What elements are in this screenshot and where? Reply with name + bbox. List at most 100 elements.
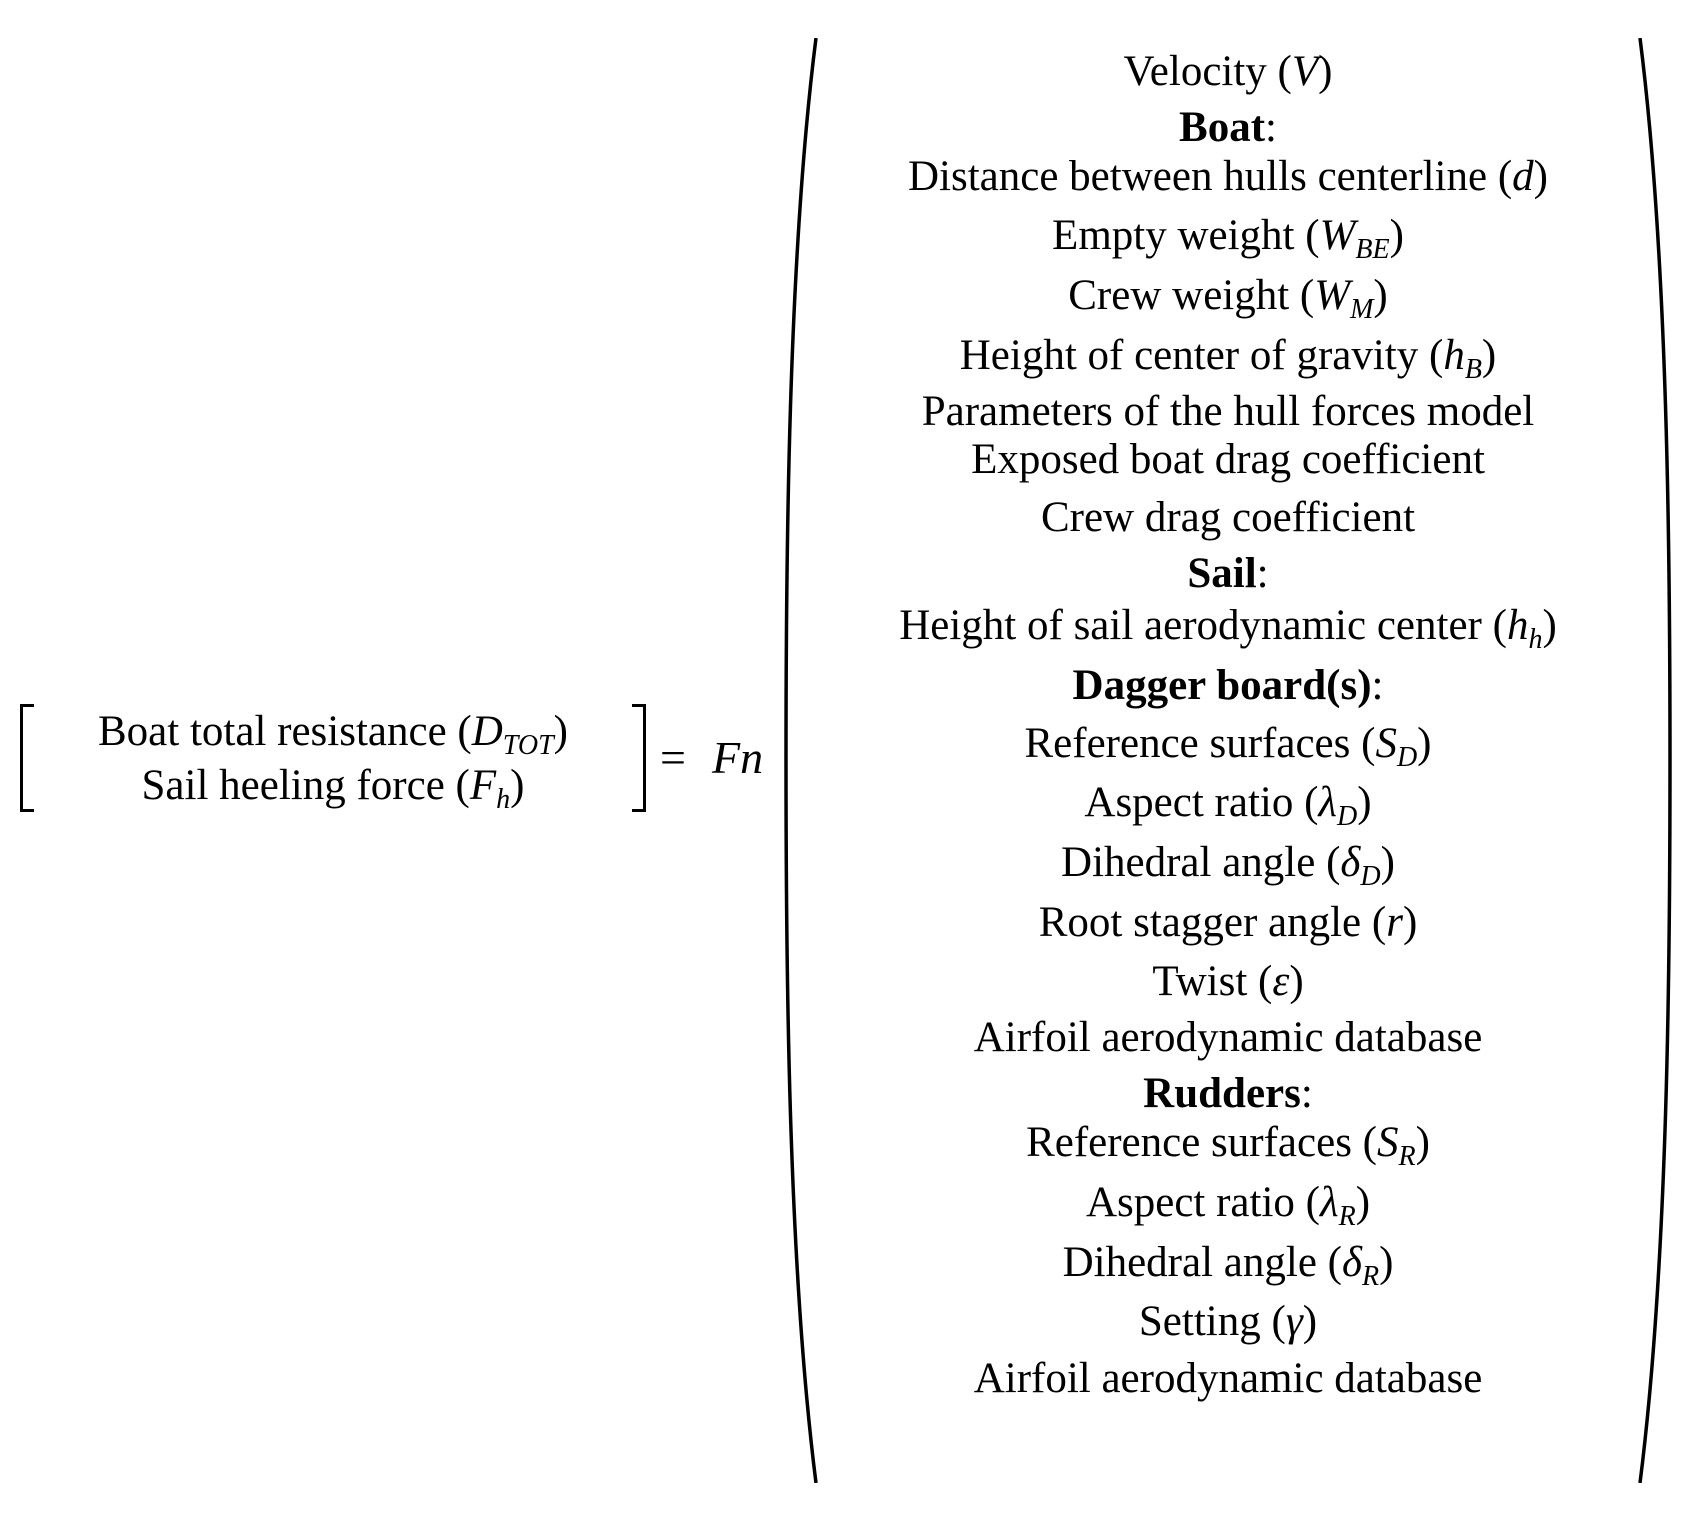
parameter-row: Airfoil aerodynamic database [822, 1357, 1634, 1400]
parameter-symbol: V [1291, 48, 1319, 95]
output-vector: Boat total resistance (DTOT) Sail heelin… [20, 704, 646, 814]
parameter-label: Dihedral angle ( [1061, 839, 1341, 886]
parameter-label: Crew drag coefficient [1040, 494, 1416, 541]
parameter-subscript: B [1464, 354, 1482, 385]
output-row-heeling-force: Sail heeling force (Fh) [141, 761, 525, 814]
right-square-bracket [632, 704, 646, 812]
parameter-label: Distance between hulls centerline ( [908, 153, 1513, 200]
output-label: Sail heeling force ( [141, 761, 470, 809]
parameter-close: ) [1380, 839, 1395, 886]
parameter-subscript: h [1528, 624, 1543, 655]
parameter-row: Reference surfaces (SD) [822, 720, 1634, 772]
parameter-close: ) [1355, 1179, 1371, 1226]
left-parenthesis [784, 38, 818, 1483]
parameter-subscript: R [1398, 1141, 1416, 1172]
parameter-symbol: d [1512, 153, 1534, 200]
parameter-label: Root stagger angle ( [1038, 899, 1387, 946]
right-parenthesis [1638, 38, 1672, 1483]
parameter-symbol: δ [1340, 839, 1361, 886]
output-symbol: F [469, 761, 497, 809]
output-rows: Boat total resistance (DTOT) Sail heelin… [34, 704, 632, 814]
parameter-row: Crew weight (WM) [822, 272, 1634, 324]
parameter-close: ) [1357, 779, 1372, 826]
parameter-subscript: M [1350, 294, 1374, 325]
parameter-label: Velocity ( [1123, 48, 1292, 95]
parameter-symbol: γ [1285, 1298, 1303, 1345]
section-heading: Rudders: [822, 1072, 1634, 1115]
parameter-label: Aspect ratio ( [1084, 779, 1319, 826]
parameter-close: ) [1481, 332, 1497, 379]
parameter-row: Dihedral angle (δR) [822, 1239, 1634, 1291]
output-close: ) [510, 761, 525, 809]
parameter-label: Aspect ratio ( [1085, 1179, 1320, 1226]
parameter-label: Height of center of gravity ( [959, 332, 1444, 379]
parameter-label: Reference surfaces ( [1026, 1119, 1377, 1166]
parameter-subscript: R [1361, 1261, 1380, 1292]
parameter-label: Dihedral angle ( [1062, 1239, 1342, 1286]
parameter-row: Setting (γ) [822, 1300, 1634, 1343]
parameter-close: ) [1302, 1298, 1318, 1345]
parameter-close: ) [1389, 212, 1404, 259]
parameter-symbol: S [1375, 720, 1397, 767]
left-square-bracket [20, 704, 34, 812]
parameter-symbol: δ [1341, 1239, 1362, 1286]
parameter-label: Parameters of the hull forces model [921, 388, 1535, 435]
section-heading: Sail: [822, 552, 1634, 595]
parameter-row: Root stagger angle (r) [822, 901, 1634, 944]
parameter-close: ) [1289, 958, 1304, 1005]
heading-text: Dagger board(s) [1072, 662, 1372, 709]
parameter-close: ) [1402, 899, 1418, 946]
parameter-row: Distance between hulls centerline (d) [822, 155, 1634, 198]
parameter-label: Airfoil aerodynamic database [973, 1355, 1483, 1402]
parameter-close: ) [1417, 720, 1432, 767]
parameter-subscript: D [1337, 801, 1358, 832]
parameter-label: Height of sail aerodynamic center ( [899, 602, 1507, 649]
parameter-close: ) [1379, 1239, 1394, 1286]
output-label: Boat total resistance ( [98, 707, 472, 755]
parameter-symbol: λ [1319, 1179, 1339, 1226]
parameter-row: Height of center of gravity (hB) [822, 332, 1634, 384]
parameter-subscript: BE [1355, 234, 1390, 265]
output-subscript: h [496, 783, 511, 815]
parameter-row: Dihedral angle (δD) [822, 839, 1634, 891]
heading-colon: : [1256, 550, 1269, 597]
heading-text: Rudders [1143, 1070, 1301, 1117]
parameter-row: Height of sail aerodynamic center (hh) [822, 602, 1634, 654]
parameter-close: ) [1373, 272, 1388, 319]
parameter-row: Aspect ratio (λD) [822, 779, 1634, 831]
parameter-label: Airfoil aerodynamic database [973, 1014, 1483, 1061]
parameter-row: Parameters of the hull forces model [822, 390, 1634, 433]
function-symbol: Fn [712, 732, 764, 783]
parameter-symbol: h [1506, 602, 1529, 649]
parameter-label: Crew weight ( [1068, 272, 1315, 319]
parameter-row: Reference surfaces (SR) [822, 1119, 1634, 1171]
equals-sign: = [660, 732, 686, 783]
heading-colon: : [1371, 662, 1384, 709]
parameter-row: Empty weight (WBE) [822, 212, 1634, 264]
parameter-subscript: D [1396, 742, 1418, 773]
parameter-row: Aspect ratio (λR) [822, 1179, 1634, 1231]
parameter-symbol: λ [1318, 779, 1338, 826]
section-heading: Boat: [822, 106, 1634, 149]
parameter-close: ) [1542, 602, 1557, 649]
parameter-symbol: W [1319, 212, 1356, 259]
parameter-row: Velocity (V) [822, 50, 1634, 93]
parameter-subscript: D [1360, 861, 1381, 892]
output-symbol: D [471, 707, 503, 755]
parameter-row: Crew drag coefficient [822, 496, 1634, 539]
heading-text: Sail [1187, 550, 1257, 597]
parameter-symbol: S [1377, 1119, 1399, 1166]
output-close: ) [553, 707, 568, 755]
parameter-symbol: W [1314, 272, 1351, 319]
parameter-row: Airfoil aerodynamic database [822, 1016, 1634, 1059]
parameter-symbol: h [1443, 332, 1465, 379]
heading-colon: : [1265, 104, 1277, 151]
parameter-row: Exposed boat drag coefficient [822, 438, 1634, 481]
section-heading: Dagger board(s): [822, 664, 1634, 707]
parameter-label: Empty weight ( [1052, 212, 1320, 259]
parameter-close: ) [1415, 1119, 1430, 1166]
parameter-close: ) [1318, 48, 1333, 95]
parameter-close: ) [1533, 153, 1548, 200]
parameter-symbol: r [1386, 899, 1403, 946]
